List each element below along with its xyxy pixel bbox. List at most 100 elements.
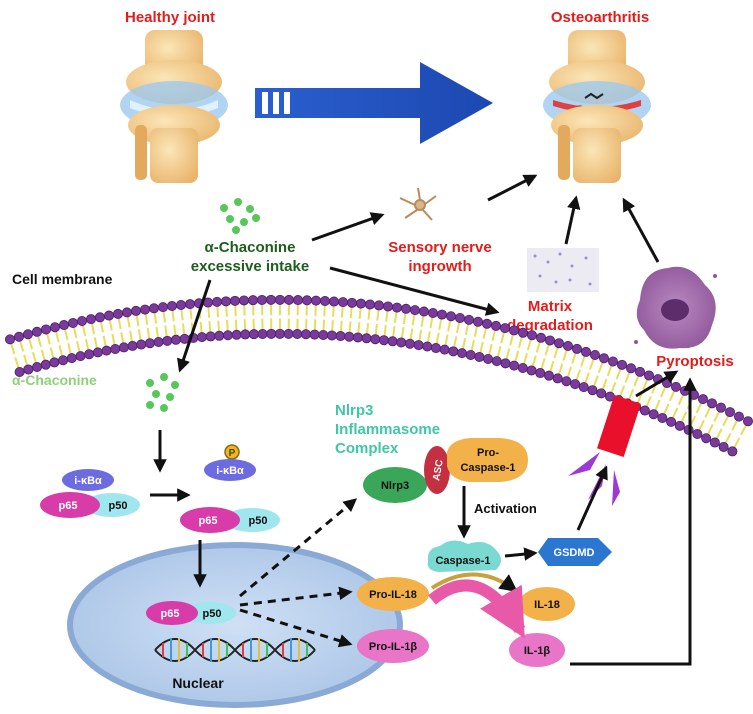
svg-text:p65: p65 [199,515,218,527]
healthy-joint-icon [120,30,228,183]
svg-text:Pro-: Pro- [477,447,499,459]
lipid-tail [180,304,186,339]
lipid-head [113,308,124,319]
chaconine-molecules-icon [220,198,260,234]
lipid-head [430,343,441,354]
lipid-head [373,300,384,311]
lipid-head [570,379,581,390]
lipid-head [144,338,155,349]
lipid-head [13,331,24,342]
lipid-head [59,320,70,331]
il18-node: IL-18 [519,587,575,621]
lipid-tail [304,300,308,335]
lipid-head [127,340,138,351]
lipid-head [725,407,736,418]
caspase1-node: Caspase-1 [427,540,501,572]
lipid-head [32,362,43,373]
lipid-tail [135,310,143,345]
lipid-tail [72,322,82,357]
lipid-head [58,355,69,366]
matrix-degradation-label-1: Matrix [528,298,573,315]
lipid-head [101,345,112,356]
lipid-head [617,359,628,370]
p65-nuclear-node: p65 [146,601,198,625]
pro-il18-node: Pro-IL-18 [357,577,429,611]
lipid-head [361,333,372,344]
lipid-head [175,300,186,311]
lipid-head [596,388,607,399]
lipid-head [309,329,320,340]
lipid-head [445,311,456,322]
lipid-head [328,296,339,307]
svg-text:IL-1β: IL-1β [524,645,551,657]
lipid-tail [330,301,335,336]
lipid-head [319,296,330,307]
lipid-tail [548,342,560,376]
lipid-head [734,411,745,422]
p50-nuclear-node: p50 [184,602,236,624]
svg-text:GSDMD: GSDMD [554,547,595,559]
lipid-head [718,441,729,452]
lipid-head [680,385,691,396]
lipid-tail [443,316,452,350]
lipid-tail [591,357,605,391]
lipid-head [644,370,655,381]
nlrp3-complex-label-1: Nlrp3 [335,402,373,419]
gsdmd-pore-icon [597,395,641,457]
lipid-head [481,318,492,329]
lipid-head [639,405,650,416]
lipid-head [344,331,355,342]
lipid-head [581,346,592,357]
lipid-head [483,353,494,364]
lipid-head [41,324,52,335]
arrow-intake-to-inner [177,279,212,373]
lipid-tail [234,300,238,335]
p65-node: p65 [40,492,100,518]
pyroptosis-label: Pyroptosis [656,353,734,370]
lipid-head [220,296,231,307]
lipid-tail [207,302,212,337]
lipid-tail [487,325,497,360]
lipid-head [561,376,572,387]
lipid-head [552,373,563,384]
lipid-tail [469,321,479,356]
lipid-head [32,326,43,337]
lipid-head [265,294,276,305]
lipid-tail [417,311,425,346]
lipid-head [666,416,677,427]
dna-icon [154,638,316,662]
lipid-tail [461,319,470,354]
lipid-head [84,349,95,360]
lipid-tail [99,317,108,351]
lipid-head [364,299,375,310]
lipid-head [727,446,738,457]
lipid-tail [117,313,125,348]
lipid-head [508,325,519,336]
lipid-tail [617,367,632,401]
svg-text:Caspase-1: Caspase-1 [460,462,515,474]
lipid-head [292,295,303,306]
lipid-head [527,330,538,341]
lipid-head [157,302,168,313]
lipid-tail [225,301,229,336]
lipid-head [274,294,285,305]
lipid-head [457,348,468,359]
lipid-head [110,343,121,354]
lipid-tail [153,308,160,343]
lipid-head [5,334,15,345]
lipid-head [698,394,709,405]
lipid-head [22,329,33,340]
lipid-tail [162,306,169,341]
lipid-head [743,416,753,427]
lipid-head [266,328,277,339]
arrow-casp-to-gsdmd [504,547,538,561]
cleavage-il1b-arrow [428,579,526,639]
svg-text:p50: p50 [249,515,268,527]
arrow-intake-to-matrix [329,266,500,316]
lipid-tail [54,326,65,361]
lipid-head [335,331,346,342]
lipid-tail [356,303,362,338]
lipid-tail [339,302,344,337]
arrow-nerve-to-oa [487,174,538,202]
lipid-head [130,305,141,316]
